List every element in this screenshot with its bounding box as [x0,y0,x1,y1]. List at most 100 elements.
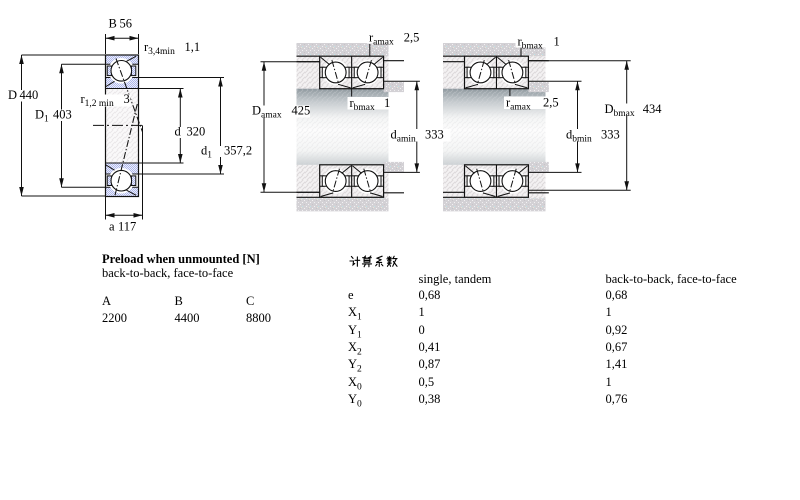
dim-shaft-abutment-db [528,80,582,173]
shoulder-line [497,56,507,66]
contact-angle-line [363,168,372,194]
cjk-stroke [363,263,366,268]
shoulder-line [465,83,479,89]
housing-band-top [296,43,389,57]
dim-housing-abutment-Da [260,61,320,193]
shoulder-line [126,189,137,196]
top-ring-segment [105,55,139,89]
arrowhead-up [575,81,580,91]
shaft-abutment-ledge [528,81,549,93]
dim-shaft-abutment-da [383,80,420,173]
factors-row: X2 0,41 0,67 [348,339,788,358]
dim-outer-diameter-D [19,54,106,197]
factors-row: Y1 0 0,92 [348,323,788,341]
dim-housing-abutment-Db [528,60,631,191]
factors-header-paired: back-to-back, face-to-face [605,271,737,286]
pair-bottom-left-bearing [464,165,497,197]
pair-top-left-bearing [319,56,352,89]
arrowhead-down [59,178,64,188]
factors-row: X0 0,5 1 [348,375,788,393]
cjk-stroke [386,261,391,267]
arrowhead-up [178,88,183,98]
factors-header-single: single, tandem [418,271,492,286]
arrowhead-up [261,61,267,71]
factor-value-single: 0,68 [418,288,441,302]
pair-bottom-right-bearing [351,165,384,197]
arrowhead-up [59,64,64,74]
label-bg-Db [602,103,660,116]
arrowhead-down [218,165,223,174]
contact-angle-line-bottom [114,103,138,197]
dim-bore-diameter-d [138,88,184,164]
label-bg-rb-mid [347,97,390,110]
cjk-stroke [380,263,383,267]
arrowhead-down [575,163,580,173]
contact-angle-line [331,168,340,194]
shoulder-line [341,165,352,174]
cjk-stroke [387,261,391,267]
dim-contact-distance-a [105,196,143,220]
housing-band-bottom [296,198,389,212]
shoulder-line [486,56,496,66]
cjk-stroke [348,260,355,267]
shoulder-line [105,164,115,171]
contact-angle-line [331,60,340,86]
bottom-ring-segment [105,163,139,197]
shoulder-line [126,55,137,62]
contact-angle-line [476,60,485,86]
shoulder-line [373,56,384,66]
factors-row: e 0,68 0,68 [348,288,788,305]
arrowhead-down [414,163,420,173]
factor-value-single: 1 [418,305,425,320]
factor-symbol: Y0 [348,391,362,410]
ball [110,59,133,82]
cjk-glyph-1 [361,255,372,268]
ball [110,169,133,192]
shoulder-line [518,165,528,174]
contact-angle-line [363,60,372,86]
label-bg-d [172,127,206,138]
shoulder-line [320,56,331,66]
housing-band-bottom [443,198,546,212]
cjk-stroke [350,255,354,259]
cjk-glyph-0 [348,255,360,267]
label-bg-rb-top [515,35,565,48]
preload-col-header-A: A [102,294,112,308]
factor-value-paired: 0,76 [605,391,628,406]
factors-row: X1 1 1 [348,305,788,323]
shoulder-line [465,165,475,174]
bearing-cross-section [19,34,224,220]
factor-symbol: Y2 [348,357,362,375]
pair-top-left-bearing [464,56,497,89]
label-bg-r12 [79,94,131,107]
cjk-glyph-2 [374,255,383,268]
arrowhead-left [105,213,115,218]
preload-title: Preload when unmounted [N] [102,251,260,266]
shoulder-line [482,192,496,197]
arrowhead-up [414,81,420,91]
cjk-glyph-3 [385,255,398,267]
label-bg-D1 [33,109,72,121]
pair-bottom [463,164,530,198]
pair-top-right-bearing [351,56,384,89]
preload-value-A: 2200 [102,310,127,325]
pair-bottom-left-bearing [319,165,352,197]
pair-top [319,55,385,90]
arrowhead-up [19,55,24,64]
factors-row: Y0 0,38 0,76 [348,391,788,410]
factor-symbol: X2 [348,339,362,358]
pair-top-right-bearing [496,56,529,89]
factor-symbol: X1 [348,305,362,323]
